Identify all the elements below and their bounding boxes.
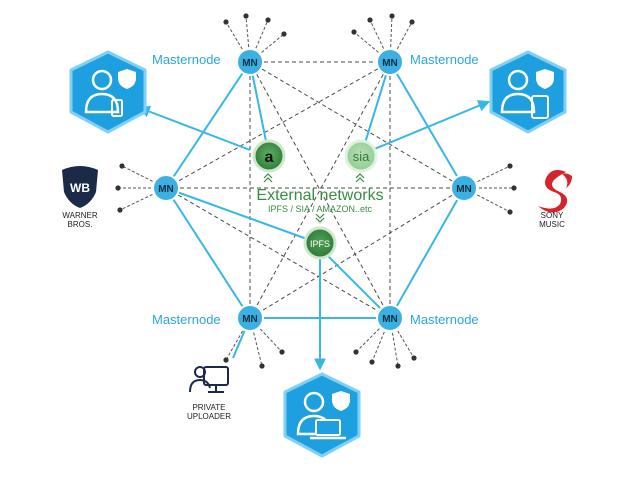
amazon-glyph: a (265, 149, 274, 166)
uploader-line1: PRIVATE (192, 403, 225, 412)
masternode-right: MN (450, 174, 478, 202)
masternode-label-top-left: Masternode (152, 52, 221, 67)
masternode-top-right: MN (376, 48, 404, 76)
masternode-label-bottom-right: Masternode (410, 312, 479, 327)
private-uploader-icon: PRIVATE UPLOADER (187, 366, 231, 421)
node-label: MN (382, 58, 398, 69)
sony-line1: SONY (541, 211, 564, 220)
node-label: MN (242, 314, 258, 325)
node-label: MN (158, 184, 174, 195)
uploader-line2: UPLOADER (187, 412, 231, 421)
sia-glyph: sia (353, 149, 370, 164)
masternode-label-bottom-left: Masternode (152, 312, 221, 327)
node-label: MN (382, 314, 398, 325)
user-shield-icon (69, 50, 147, 134)
warner-shield-letters: WB (70, 181, 90, 195)
masternode-label-top-right: Masternode (410, 52, 479, 67)
node-label: MN (242, 58, 258, 69)
warner-line1: WARNER (62, 211, 97, 220)
warner-line2: BROS. (68, 220, 93, 229)
sia-icon: sia (344, 139, 378, 173)
external-networks-title: External networks (256, 187, 383, 204)
spoke-dots (115, 13, 517, 369)
ipfs-glyph: IPFS (310, 239, 330, 249)
blue-arrows (137, 100, 491, 371)
ipfs-icon: IPFS (303, 226, 337, 260)
external-networks-subtitle: IPFS / SIA / AMAZON..etc (268, 204, 373, 214)
external-chevrons (263, 173, 365, 223)
sony-line2: MUSIC (539, 220, 565, 229)
masternode-left: MN (152, 174, 180, 202)
masternode-bottom-right: MN (376, 304, 404, 332)
masternode-top-left: MN (236, 48, 264, 76)
user-tablet-icon (489, 50, 567, 134)
warner-bros-logo: WB WARNER BROS. (62, 166, 98, 229)
sony-music-logo: SONY MUSIC (538, 170, 572, 229)
user-laptop-icon (283, 372, 361, 458)
amazon-icon: a (252, 139, 286, 173)
node-label: MN (456, 184, 472, 195)
masternode-bottom-left: MN (236, 304, 264, 332)
